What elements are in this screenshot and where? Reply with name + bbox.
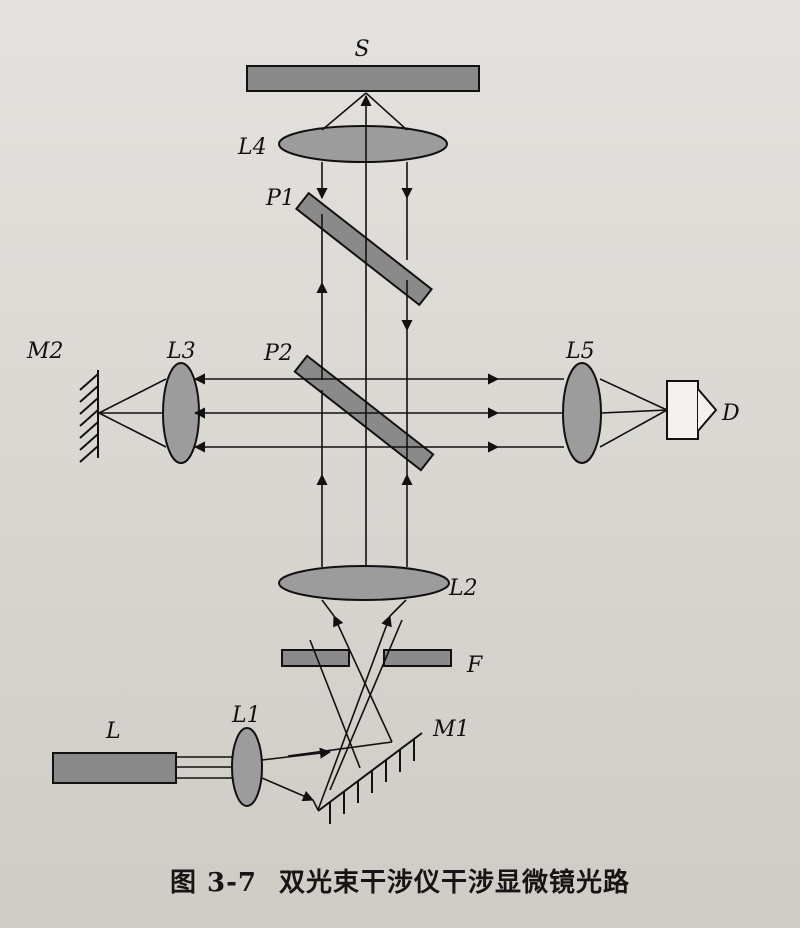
- label-m2: M2: [26, 339, 64, 364]
- ray-paths: [98, 92, 668, 811]
- mirror-m2: [79, 370, 99, 463]
- label-f: F: [466, 653, 483, 678]
- mirror-m1: [317, 732, 423, 824]
- label-l3: L3: [166, 339, 196, 364]
- lens-l1: [231, 727, 263, 807]
- filter-f-right: [383, 649, 452, 667]
- lens-l2: [278, 565, 450, 601]
- lens-l4: [278, 125, 448, 163]
- sample-s: [246, 65, 480, 92]
- detector-d: [666, 380, 718, 440]
- figure-caption: 图 3-7 双光束干涉仪干涉显微镜光路: [0, 862, 800, 899]
- label-l2: L2: [448, 576, 478, 601]
- light-source-l: [52, 752, 177, 784]
- figure-number: 图 3-7: [169, 868, 257, 898]
- lens-l5: [562, 362, 602, 464]
- filter-f-left: [281, 649, 350, 667]
- label-l5: L5: [565, 339, 595, 364]
- label-p2: P2: [263, 341, 293, 366]
- label-l4: L4: [237, 135, 267, 160]
- label-s: S: [354, 37, 369, 62]
- beam-splitter-p1: [294, 191, 434, 307]
- lens-l3: [162, 362, 200, 464]
- label-l1: L1: [231, 703, 261, 728]
- label-p1: P1: [265, 186, 295, 211]
- label-l: L: [105, 719, 121, 744]
- figure-title: 双光束干涉仪干涉显微镜光路: [279, 868, 631, 898]
- label-d: D: [721, 401, 740, 426]
- label-m1: M1: [432, 717, 470, 742]
